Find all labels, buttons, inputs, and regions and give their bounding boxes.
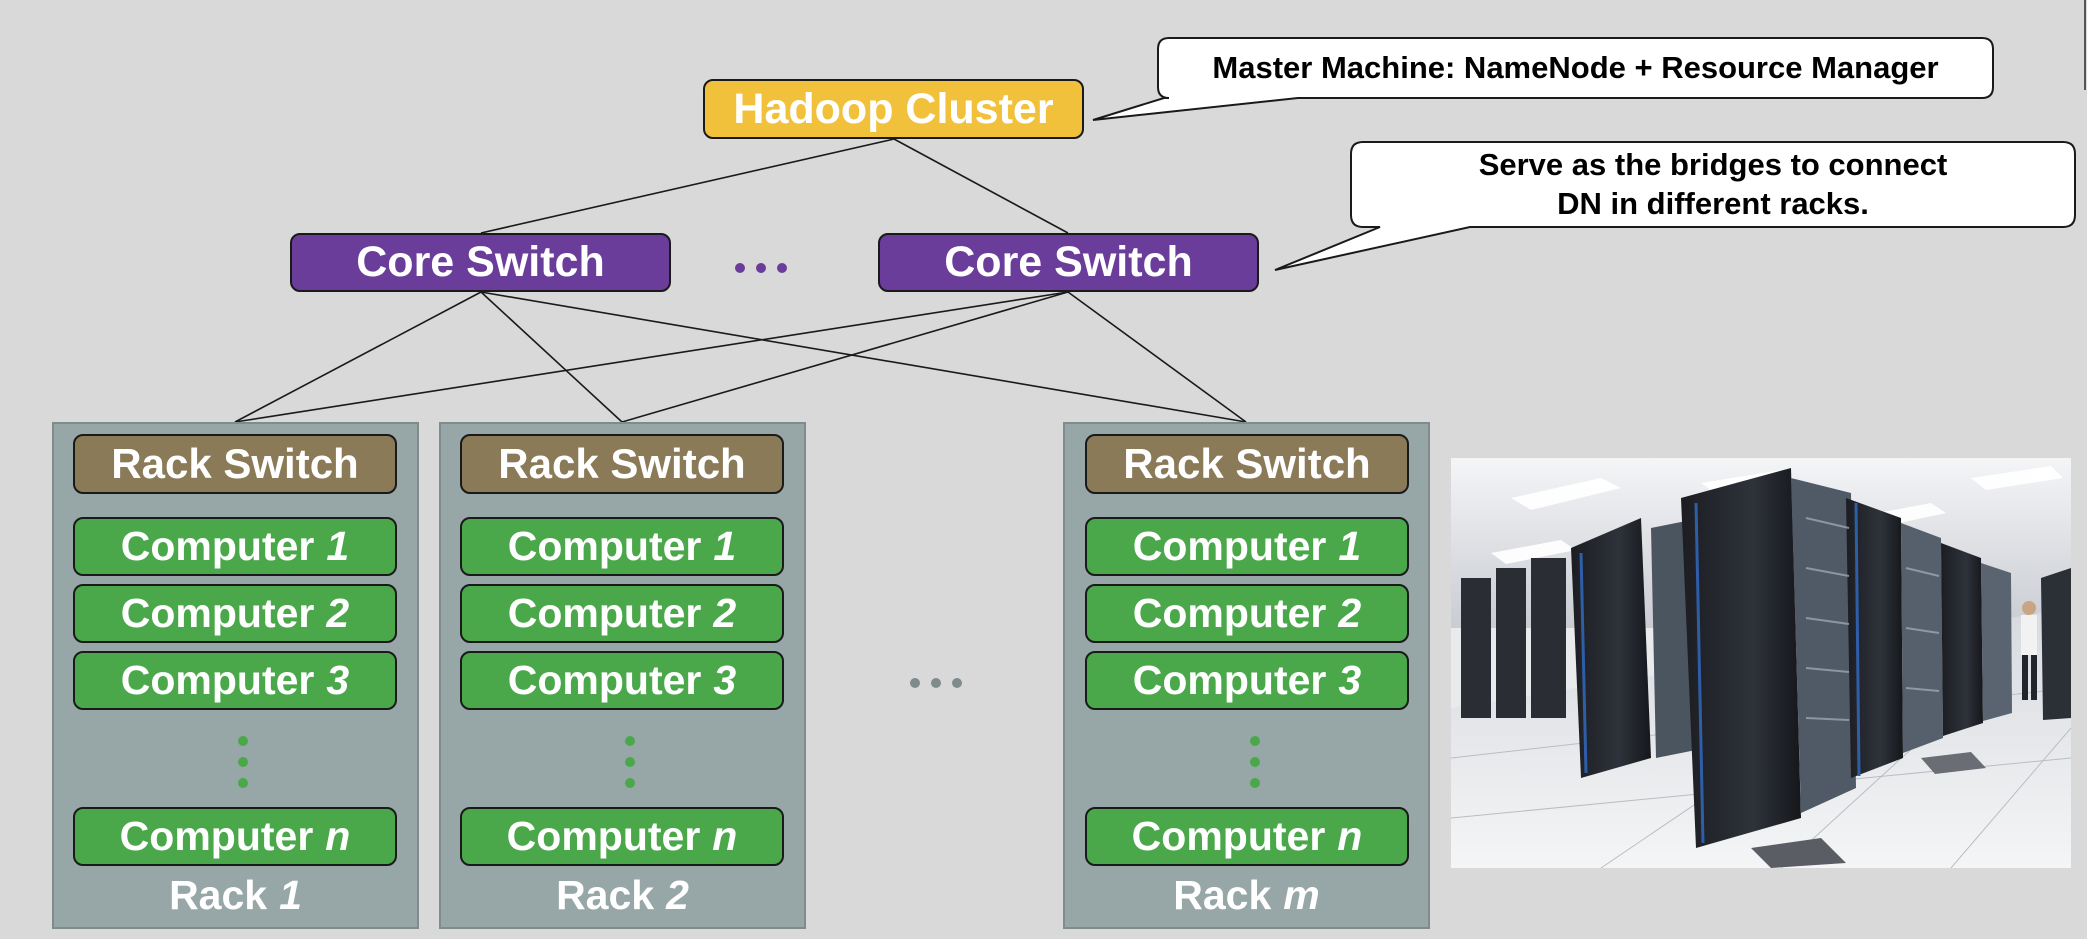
- link-hadoop-core1: [480, 138, 895, 234]
- link-core1-rack1: [234, 291, 482, 423]
- computer-number: n: [712, 813, 738, 859]
- computer-label: Computer: [507, 590, 702, 636]
- computer-number: 1: [713, 523, 737, 569]
- computer-number: 2: [326, 590, 350, 636]
- datacenter-photo: [1451, 458, 2071, 868]
- computer-label: Computer: [120, 590, 315, 636]
- link-core1-rackm: [480, 291, 1247, 423]
- bridges-callout-line2: DN in different racks.: [1557, 186, 1869, 221]
- master-callout-bubble: [1092, 37, 1994, 121]
- rack-label-text: Rack: [556, 872, 655, 918]
- edge-divider: [2084, 0, 2086, 90]
- computer-number: 3: [1338, 657, 1362, 703]
- rack-label-text: Rack: [169, 872, 268, 918]
- computer-label: Computer: [506, 813, 701, 859]
- link-core2-rack2: [621, 291, 1069, 423]
- computer-number: 1: [326, 523, 350, 569]
- computer-label: Computer: [120, 523, 315, 569]
- bridges-callout-bubble: [1274, 141, 2076, 271]
- rack-label-text: Rack: [1173, 872, 1272, 918]
- computer-label: Computer: [1132, 590, 1327, 636]
- computer-number: 2: [713, 590, 737, 636]
- link-core1-rack2: [480, 291, 623, 423]
- core-switch-1: Core Switch: [290, 233, 671, 292]
- hadoop-cluster-node: Hadoop Cluster: [703, 79, 1084, 139]
- rack-number: m: [1283, 872, 1320, 918]
- computer-number: 3: [713, 657, 737, 703]
- computer-number: 1: [1338, 523, 1362, 569]
- computer-number: n: [325, 813, 351, 859]
- master-callout-text: Master Machine: NameNode + Resource Mana…: [1212, 50, 1939, 85]
- computer-label: Computer: [1132, 523, 1327, 569]
- core-switch-2: Core Switch: [878, 233, 1259, 292]
- rack-m-switch: Rack Switch: [1085, 434, 1409, 494]
- computer-number: n: [1337, 813, 1363, 859]
- computer-number: 2: [1338, 590, 1362, 636]
- computer-label: Computer: [119, 813, 314, 859]
- link-hadoop-core2: [893, 138, 1069, 234]
- link-core2-rack1: [234, 291, 1069, 423]
- rack-2-switch: Rack Switch: [460, 434, 784, 494]
- computer-label: Computer: [507, 523, 702, 569]
- rack-number: 2: [666, 872, 689, 918]
- computer-label: Computer: [507, 657, 702, 703]
- link-core2-rackm: [1067, 291, 1247, 423]
- computer-label: Computer: [120, 657, 315, 703]
- rack-1-switch: Rack Switch: [73, 434, 397, 494]
- rack-number: 1: [279, 872, 302, 918]
- computer-label: Computer: [1131, 813, 1326, 859]
- computer-number: 3: [326, 657, 350, 703]
- computer-label: Computer: [1132, 657, 1327, 703]
- bridges-callout-line1: Serve as the bridges to connect: [1478, 147, 1948, 182]
